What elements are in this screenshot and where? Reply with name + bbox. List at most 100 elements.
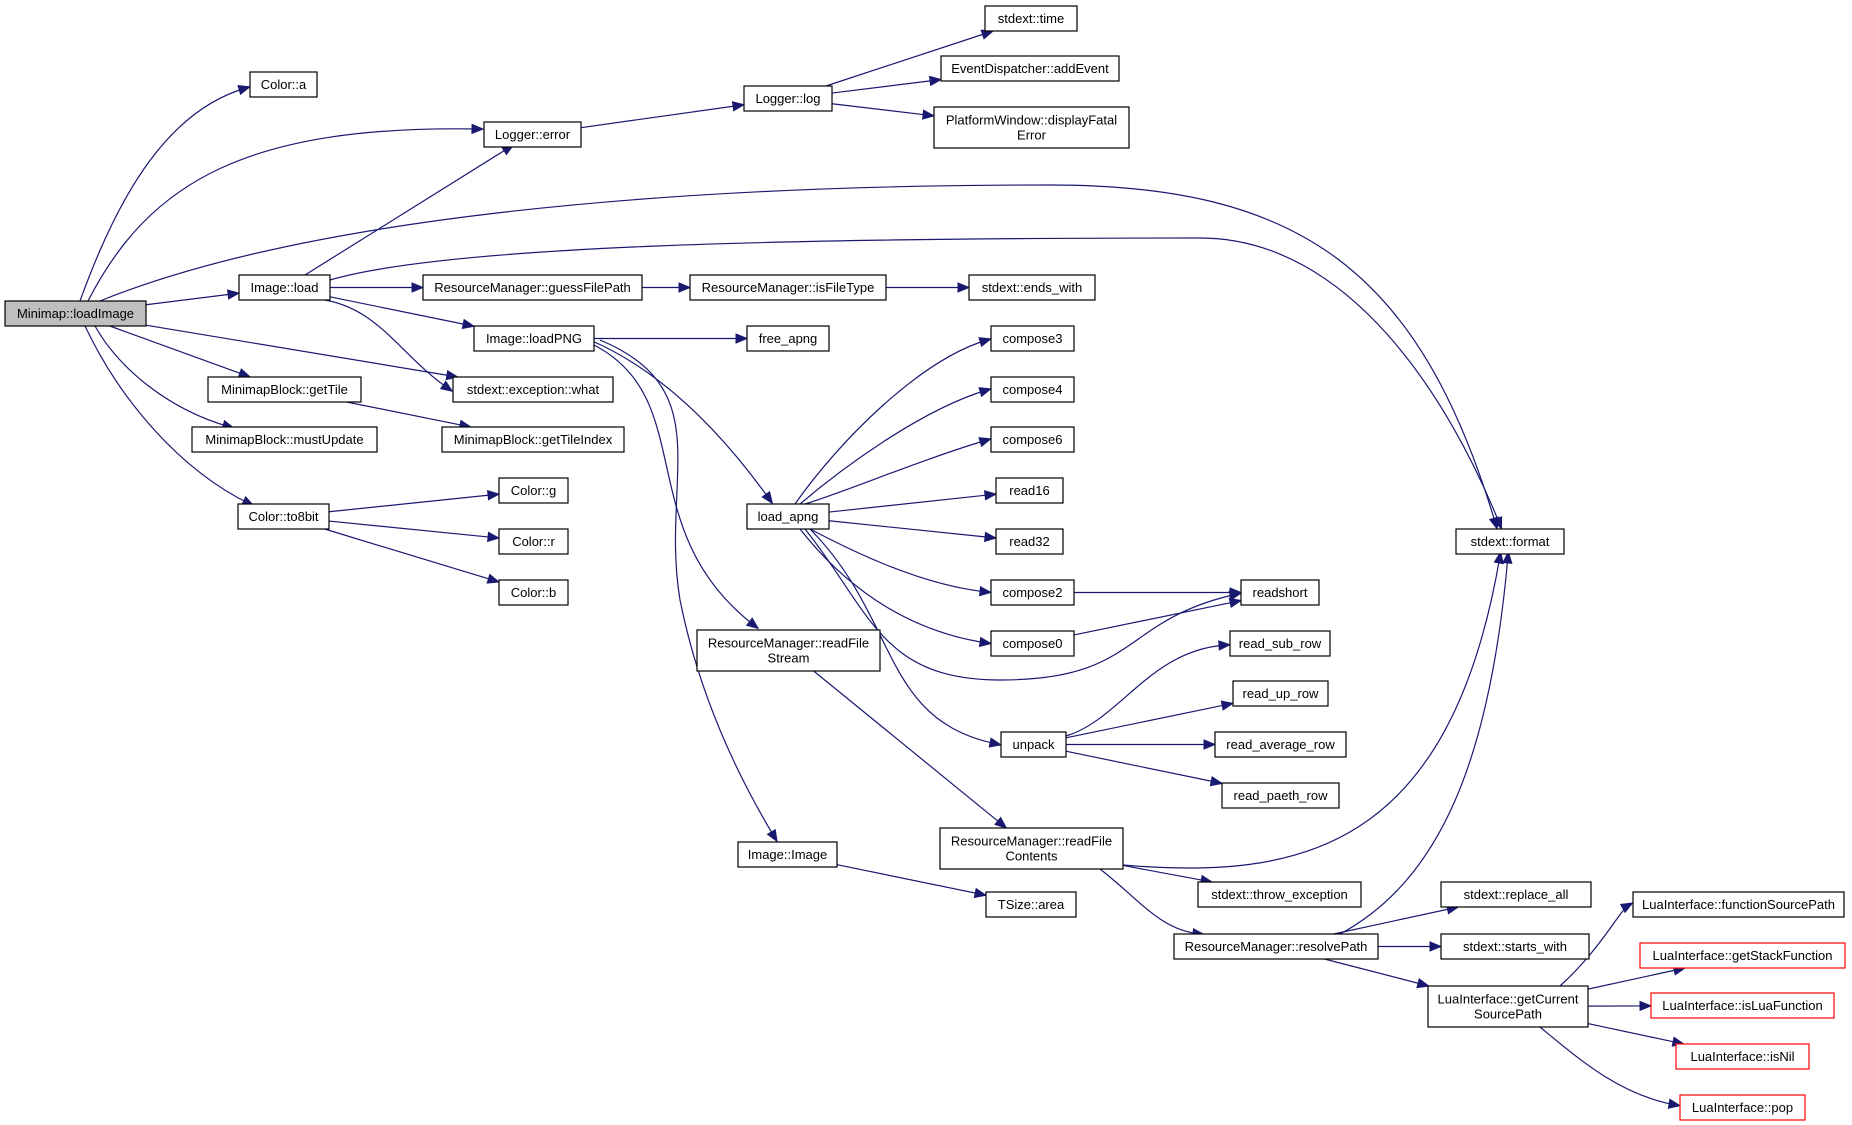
- node-unpack[interactable]: unpack: [1000, 731, 1067, 758]
- node-box: [1427, 985, 1589, 1028]
- node-image-load[interactable]: Image::load: [238, 274, 331, 301]
- node-compose6[interactable]: compose6: [990, 426, 1075, 453]
- node-label: Logger::log: [755, 91, 820, 106]
- node-label: stdext::starts_with: [1463, 939, 1567, 954]
- node-read-paeth-row[interactable]: read_paeth_row: [1221, 782, 1340, 809]
- node-resourcemanager-isfiletype[interactable]: ResourceManager::isFileType: [689, 274, 887, 301]
- edge-image_loadpng-to-image_image: [599, 339, 778, 843]
- node-color-b[interactable]: Color::b: [498, 579, 569, 606]
- node-label: stdext::ends_with: [982, 280, 1082, 295]
- node-stdext-ends-with[interactable]: stdext::ends_with: [968, 274, 1096, 301]
- node-box: [1000, 731, 1067, 758]
- node-box: [498, 477, 569, 504]
- node-read16[interactable]: read16: [995, 477, 1064, 504]
- arrowhead: [978, 586, 993, 597]
- node-luainterface-pop[interactable]: LuaInterface::pop: [1679, 1094, 1806, 1121]
- node-box: [422, 274, 643, 301]
- node-tsize-area[interactable]: TSize::area: [985, 891, 1077, 918]
- node-label: compose2: [1003, 585, 1063, 600]
- arrowhead: [988, 737, 1003, 748]
- arrowhead: [1493, 550, 1504, 565]
- node-resourcemanager-guessfilepath[interactable]: ResourceManager::guessFilePath: [422, 274, 643, 301]
- arrowhead: [745, 617, 760, 630]
- edge-image_load-to-image_loadpng: [329, 296, 476, 330]
- edge-logger_log-to-platformwindow_displayfatalerror: [831, 103, 936, 120]
- node-stdext-throw-exception[interactable]: stdext::throw_exception: [1197, 881, 1362, 908]
- arrowhead: [439, 380, 454, 393]
- edge-resourcemanager_resolvepath-to-stdext_replace_all: [1333, 904, 1460, 935]
- edge-image_load-to-stdext_exception_what: [324, 299, 454, 393]
- node-stdext-exception-what[interactable]: stdext::exception::what: [452, 376, 614, 403]
- node-compose2[interactable]: compose2: [990, 579, 1075, 606]
- node-label: MinimapBlock::mustUpdate: [205, 432, 363, 447]
- node-color-a[interactable]: Color::a: [249, 71, 318, 98]
- node-box: [940, 55, 1120, 82]
- node-logger-error[interactable]: Logger::error: [483, 121, 582, 148]
- node-luainterface-isluafunction[interactable]: LuaInterface::isLuaFunction: [1650, 992, 1835, 1019]
- node-minimapblock-gettile[interactable]: MinimapBlock::getTile: [207, 376, 362, 403]
- node-label: compose3: [1003, 331, 1063, 346]
- node-stdext-replace-all[interactable]: stdext::replace_all: [1440, 881, 1592, 908]
- node-minimapblock-mustupdate[interactable]: MinimapBlock::mustUpdate: [191, 426, 378, 453]
- edge-image_loadpng-to-resourcemanager_readfilestream: [593, 344, 760, 630]
- node-compose0[interactable]: compose0: [990, 630, 1075, 657]
- node-luainterface-getstackfunction[interactable]: LuaInterface::getStackFunction: [1639, 942, 1846, 969]
- edge-resourcemanager_readfilecontents-to-resourcemanager_resolvepath: [1099, 868, 1206, 939]
- node-resourcemanager-resolvepath[interactable]: ResourceManager::resolvePath: [1173, 933, 1379, 960]
- edge-logger_log-to-eventdispatcher_addevent: [831, 75, 943, 94]
- node-minimapblock-gettileindex[interactable]: MinimapBlock::getTileIndex: [441, 426, 625, 453]
- node-color-g[interactable]: Color::g: [498, 477, 569, 504]
- node-compose4[interactable]: compose4: [990, 376, 1075, 403]
- node-luainterface-functionsourcepath[interactable]: LuaInterface::functionSourcePath: [1632, 891, 1845, 918]
- node-box: [689, 274, 887, 301]
- node-box: [984, 5, 1078, 32]
- node-box: [1455, 528, 1565, 555]
- node-compose3[interactable]: compose3: [990, 325, 1075, 352]
- edge-resourcemanager_resolvepath-to-stdext_format: [1339, 550, 1513, 935]
- node-minimap-loadimage[interactable]: Minimap::loadImage: [4, 300, 147, 327]
- node-stdext-format[interactable]: stdext::format: [1455, 528, 1565, 555]
- node-label: MinimapBlock::getTile: [221, 382, 348, 397]
- node-readshort[interactable]: readshort: [1240, 579, 1320, 606]
- node-logger-log[interactable]: Logger::log: [743, 85, 833, 112]
- node-read-sub-row[interactable]: read_sub_row: [1229, 630, 1331, 657]
- node-color-r[interactable]: Color::r: [498, 528, 569, 555]
- node-color-to8bit[interactable]: Color::to8bit: [237, 503, 330, 530]
- node-box: [1639, 942, 1846, 969]
- node-image-loadpng[interactable]: Image::loadPNG: [473, 325, 595, 352]
- edge-unpack-to-read_average_row: [1066, 739, 1217, 750]
- node-free-apng[interactable]: free_apng: [746, 325, 830, 352]
- node-box: [441, 426, 625, 453]
- node-box: [737, 841, 838, 868]
- node-box: [746, 503, 830, 530]
- node-load-apng[interactable]: load_apng: [746, 503, 830, 530]
- node-read-average-row[interactable]: read_average_row: [1214, 731, 1347, 758]
- node-luainterface-isnil[interactable]: LuaInterface::isNil: [1675, 1043, 1810, 1070]
- arrowhead: [957, 282, 971, 293]
- node-box: [498, 579, 569, 606]
- node-box: [237, 503, 330, 530]
- node-box: [995, 477, 1064, 504]
- node-eventdispatcher-addevent[interactable]: EventDispatcher::addEvent: [940, 55, 1120, 82]
- arrowhead: [1502, 550, 1513, 564]
- arrowhead: [1228, 597, 1243, 608]
- node-image-image[interactable]: Image::Image: [737, 841, 838, 868]
- arrowhead: [984, 531, 998, 543]
- arrowhead: [766, 828, 778, 843]
- edge-image_image-to-tsize_area: [836, 864, 988, 899]
- node-read32[interactable]: read32: [995, 528, 1064, 555]
- edge-compose0-to-readshort: [1073, 597, 1243, 636]
- node-label: stdext::exception::what: [467, 382, 600, 397]
- edge-resourcemanager_guessfilepath-to-resourcemanager_isfiletype: [642, 282, 692, 293]
- arrowhead: [1229, 587, 1243, 598]
- edge-logger_log-to-stdext_time: [825, 29, 995, 87]
- node-stdext-time[interactable]: stdext::time: [984, 5, 1078, 32]
- node-stdext-starts-with[interactable]: stdext::starts_with: [1440, 933, 1590, 960]
- node-read-up-row[interactable]: read_up_row: [1232, 680, 1329, 707]
- node-box: [933, 106, 1130, 149]
- node-label: ResourceManager::readFile: [951, 834, 1112, 849]
